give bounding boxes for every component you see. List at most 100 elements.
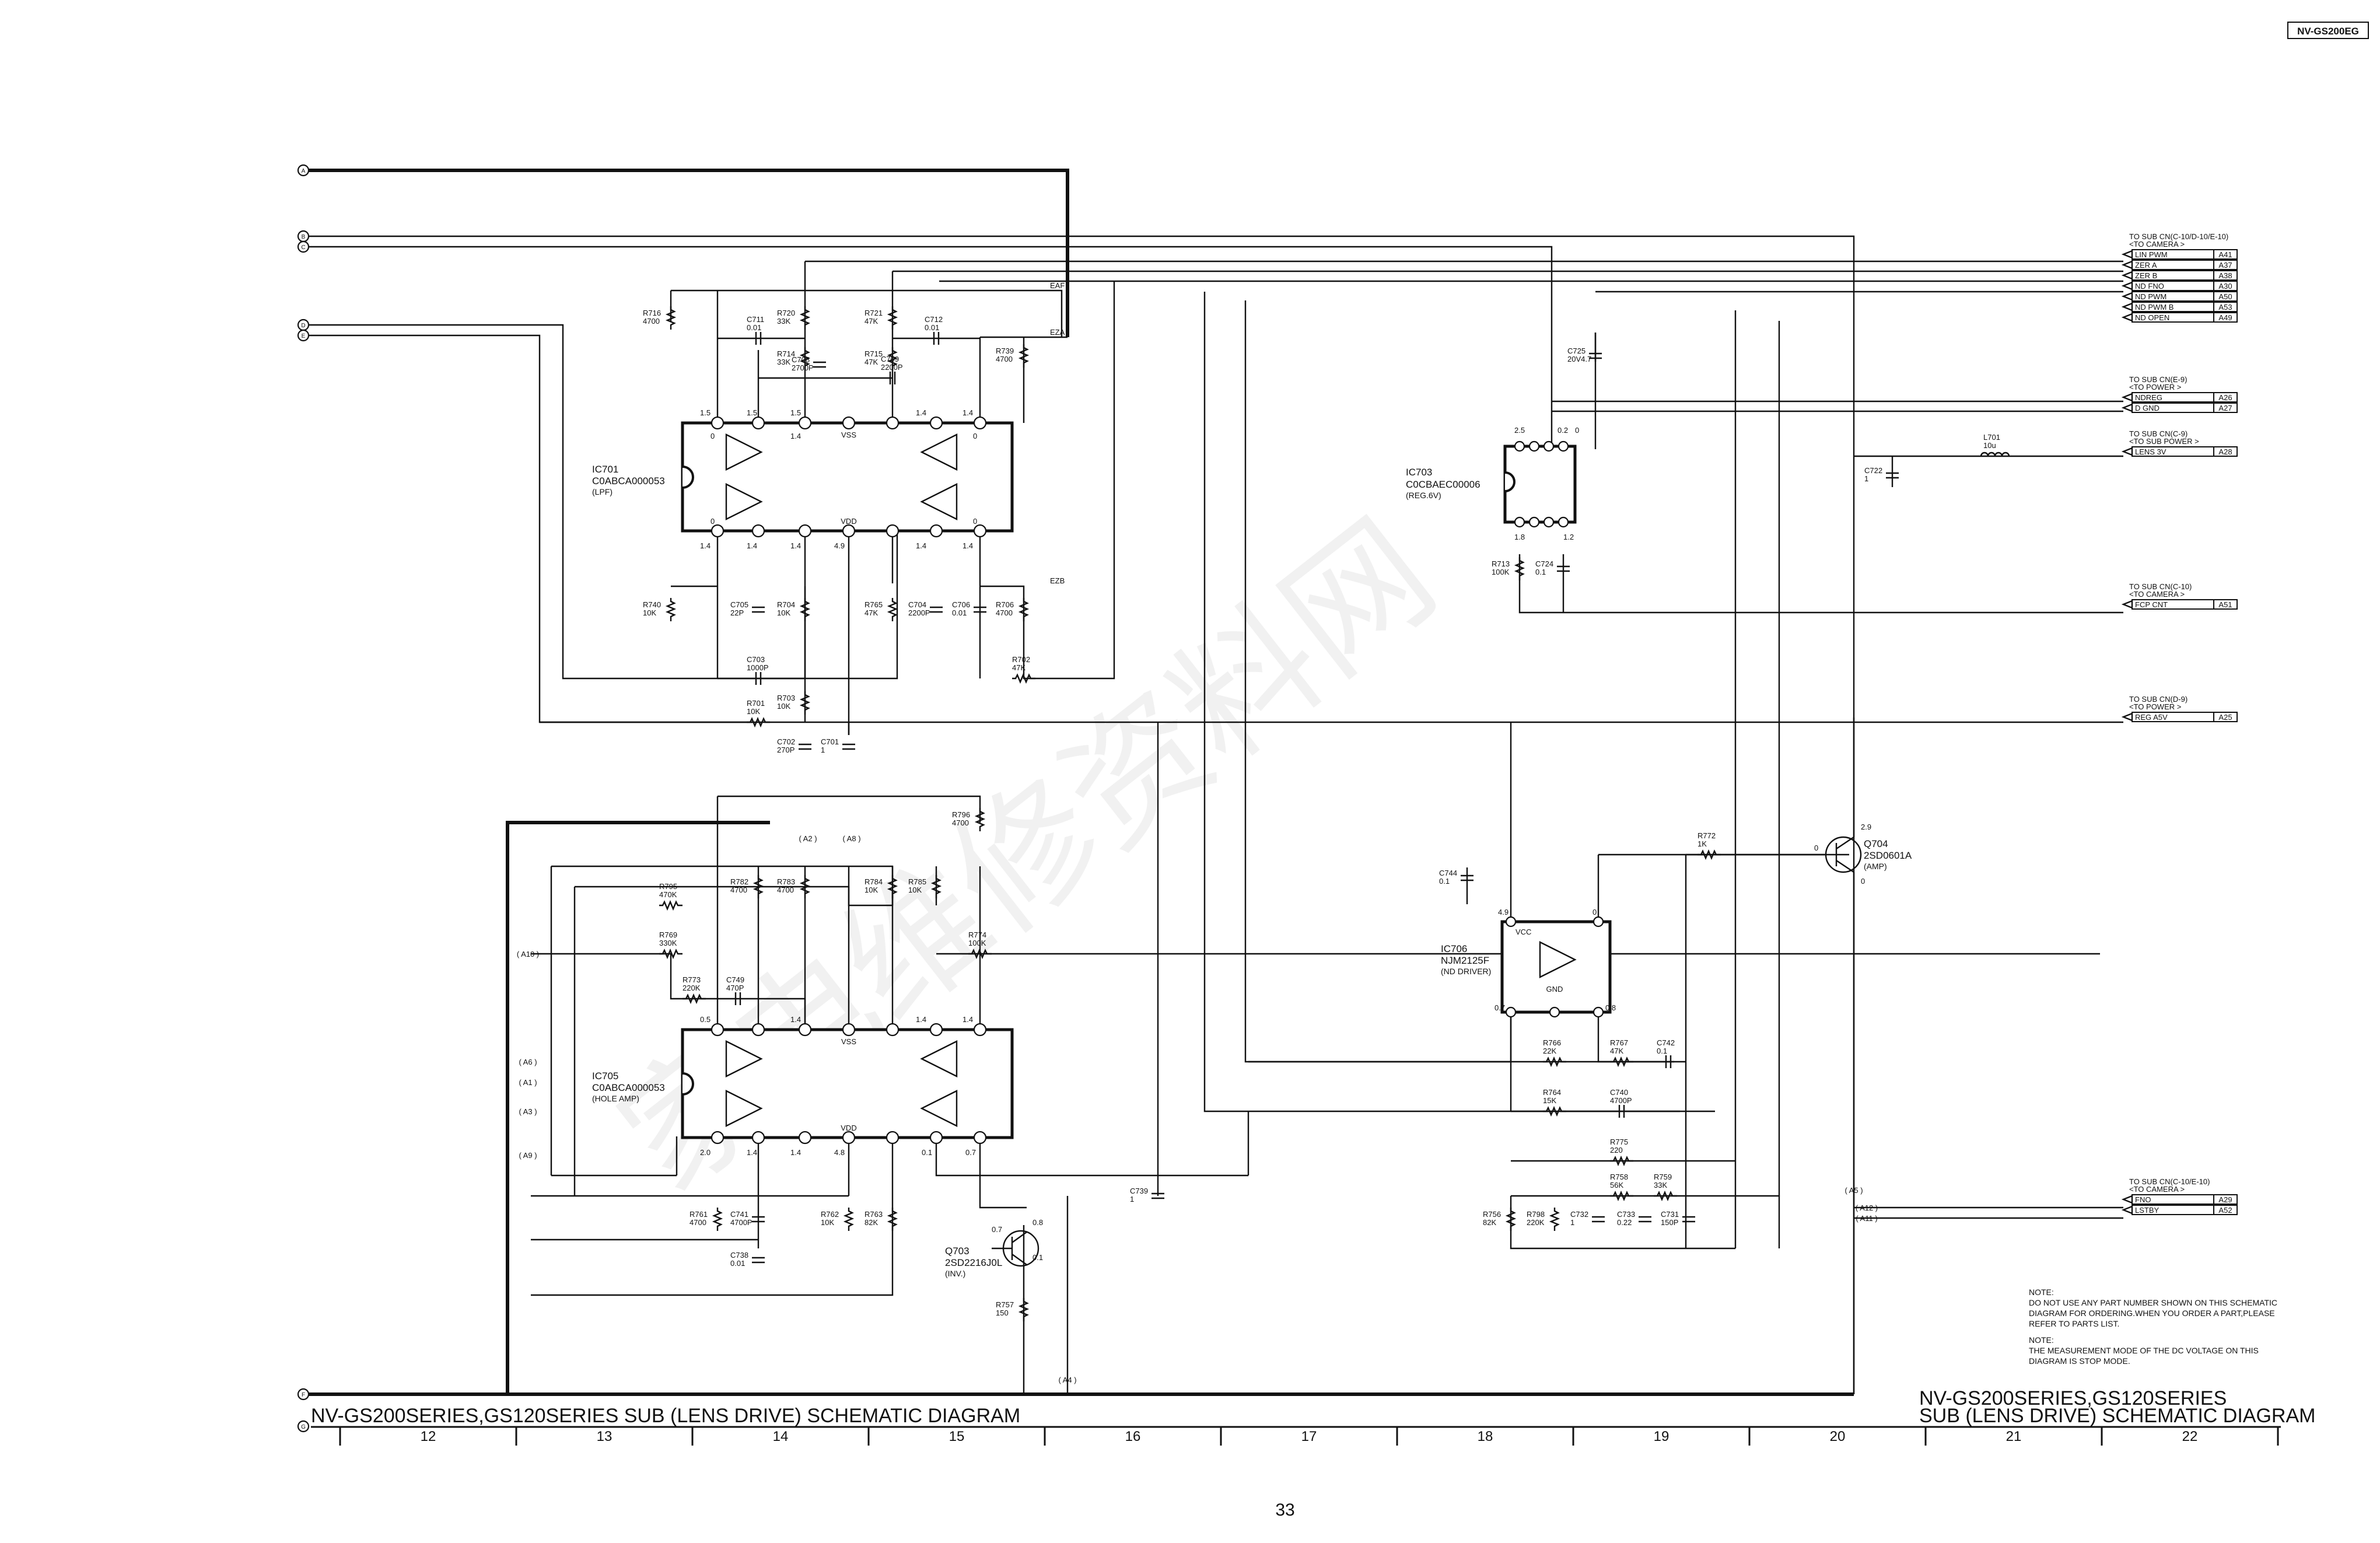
- connector-signal-label: ZER A: [2135, 261, 2157, 270]
- note-line-2: DO NOT USE ANY PART NUMBER SHOWN ON THIS…: [2029, 1298, 2277, 1307]
- component-ref: C738: [730, 1251, 748, 1259]
- component-ref: C711: [747, 315, 764, 324]
- component-value: 1: [821, 746, 825, 754]
- q703-ref: Q703: [945, 1245, 970, 1257]
- ic705-part: C0ABCA000053: [592, 1082, 665, 1093]
- ic706-part: NJM2125F: [1441, 955, 1489, 966]
- ic701-part: C0ABCA000053: [592, 475, 665, 487]
- ic705: VSS VDD IC705 C0ABCA000053 (HOLE AMP): [592, 1023, 1014, 1145]
- component-value: 4700: [643, 317, 660, 326]
- connector-d: D: [301, 323, 305, 329]
- component-value: 33K: [1654, 1181, 1667, 1189]
- dc-voltage-label: 2.5: [1514, 426, 1525, 435]
- component-value: 0.22: [1617, 1218, 1632, 1227]
- connector-signal-label: ND OPEN: [2135, 313, 2169, 322]
- connector-signal-label: REG A5V: [2135, 713, 2168, 722]
- grid-column-label: 22: [2182, 1429, 2198, 1444]
- component-value: 4700: [730, 886, 747, 894]
- connector-signal-label: ND PWM: [2135, 292, 2166, 301]
- ic705-ref: IC705: [592, 1070, 618, 1082]
- connector-group-title: TO SUB CN(E-9): [2129, 375, 2187, 384]
- component-value: 33K: [777, 358, 790, 366]
- dc-voltage-label: 0: [710, 517, 715, 526]
- dc-voltage-label: 0: [1592, 908, 1597, 916]
- component-value: 1K: [1698, 839, 1707, 848]
- component-value: 47K: [864, 608, 878, 617]
- component-ref: R767: [1610, 1038, 1628, 1047]
- component-value: 10K: [821, 1218, 834, 1227]
- component-value: 4700: [777, 886, 794, 894]
- component-ref: R763: [864, 1210, 883, 1219]
- dc-voltage-label: 1.4: [700, 541, 710, 550]
- component-ref: R775: [1610, 1138, 1628, 1146]
- component-ref: C722: [1864, 466, 1882, 475]
- connector-g: G: [301, 1424, 306, 1430]
- component-ref: R702: [1012, 655, 1030, 664]
- component-ref: C744: [1439, 869, 1457, 877]
- wiring: [309, 169, 2123, 1396]
- offpage-ref: ( A8 ): [842, 834, 860, 843]
- ic-pin-vss-label: VSS: [841, 431, 856, 439]
- connector-signal-label: LSTBY: [2135, 1206, 2160, 1215]
- dc-voltage-label: 0.1: [1032, 1253, 1043, 1262]
- component-value: 0.01: [730, 1259, 745, 1268]
- grid-column-label: 16: [1125, 1429, 1141, 1444]
- dc-voltage-label: 1.4: [790, 432, 801, 440]
- component-ref: C731: [1661, 1210, 1679, 1219]
- dc-voltage-label: 1.5: [700, 408, 710, 417]
- component-ref: R774: [968, 930, 986, 939]
- connector-a: A: [302, 168, 306, 174]
- component-ref: R739: [996, 347, 1014, 355]
- connector-signal-label: LIN PWM: [2135, 250, 2168, 259]
- grid-column-label: 17: [1301, 1429, 1317, 1444]
- notes: NOTE: DO NOT USE ANY PART NUMBER SHOWN O…: [2029, 1287, 2277, 1366]
- component-value: 33K: [777, 317, 790, 326]
- component-value: 10K: [864, 886, 878, 894]
- component-value: 22K: [1543, 1047, 1556, 1055]
- ic705-vdd-label: VDD: [841, 1124, 856, 1132]
- connector-f: F: [302, 1392, 305, 1398]
- component-ref: C706: [952, 600, 970, 609]
- ic703: IC703 C0CBAEC00006 (REG.6V): [1406, 440, 1577, 528]
- net-label-ezb: EZB: [1050, 576, 1065, 585]
- note-line-4: REFER TO PARTS LIST.: [2029, 1319, 2119, 1328]
- offpage-ref: ( A6 ): [519, 1058, 537, 1066]
- component-ref: R796: [952, 810, 970, 819]
- component-value: 2700P: [792, 363, 814, 372]
- component-value: 470P: [726, 984, 744, 992]
- dc-voltage-label: 0.1: [922, 1148, 932, 1157]
- connector-signal-label: LENS 3V: [2135, 447, 2166, 456]
- connector-pin-label: A29: [2218, 1195, 2232, 1204]
- connector-pin-label: A41: [2218, 250, 2232, 259]
- q704-note: (AMP): [1864, 862, 1887, 871]
- component-value: 4700: [690, 1218, 706, 1227]
- component-ref: C702: [777, 737, 795, 746]
- component-ref: R769: [659, 930, 677, 939]
- note-line-1: NOTE:: [2029, 1287, 2054, 1297]
- component-ref: R764: [1543, 1088, 1561, 1097]
- dc-voltage-label: 1.4: [963, 1015, 973, 1024]
- component-ref: R766: [1543, 1038, 1561, 1047]
- connector-group-subtitle: <TO CAMERA >: [2129, 1185, 2185, 1194]
- connector-pin-label: A53: [2218, 303, 2232, 312]
- ic706-ref: IC706: [1441, 943, 1467, 954]
